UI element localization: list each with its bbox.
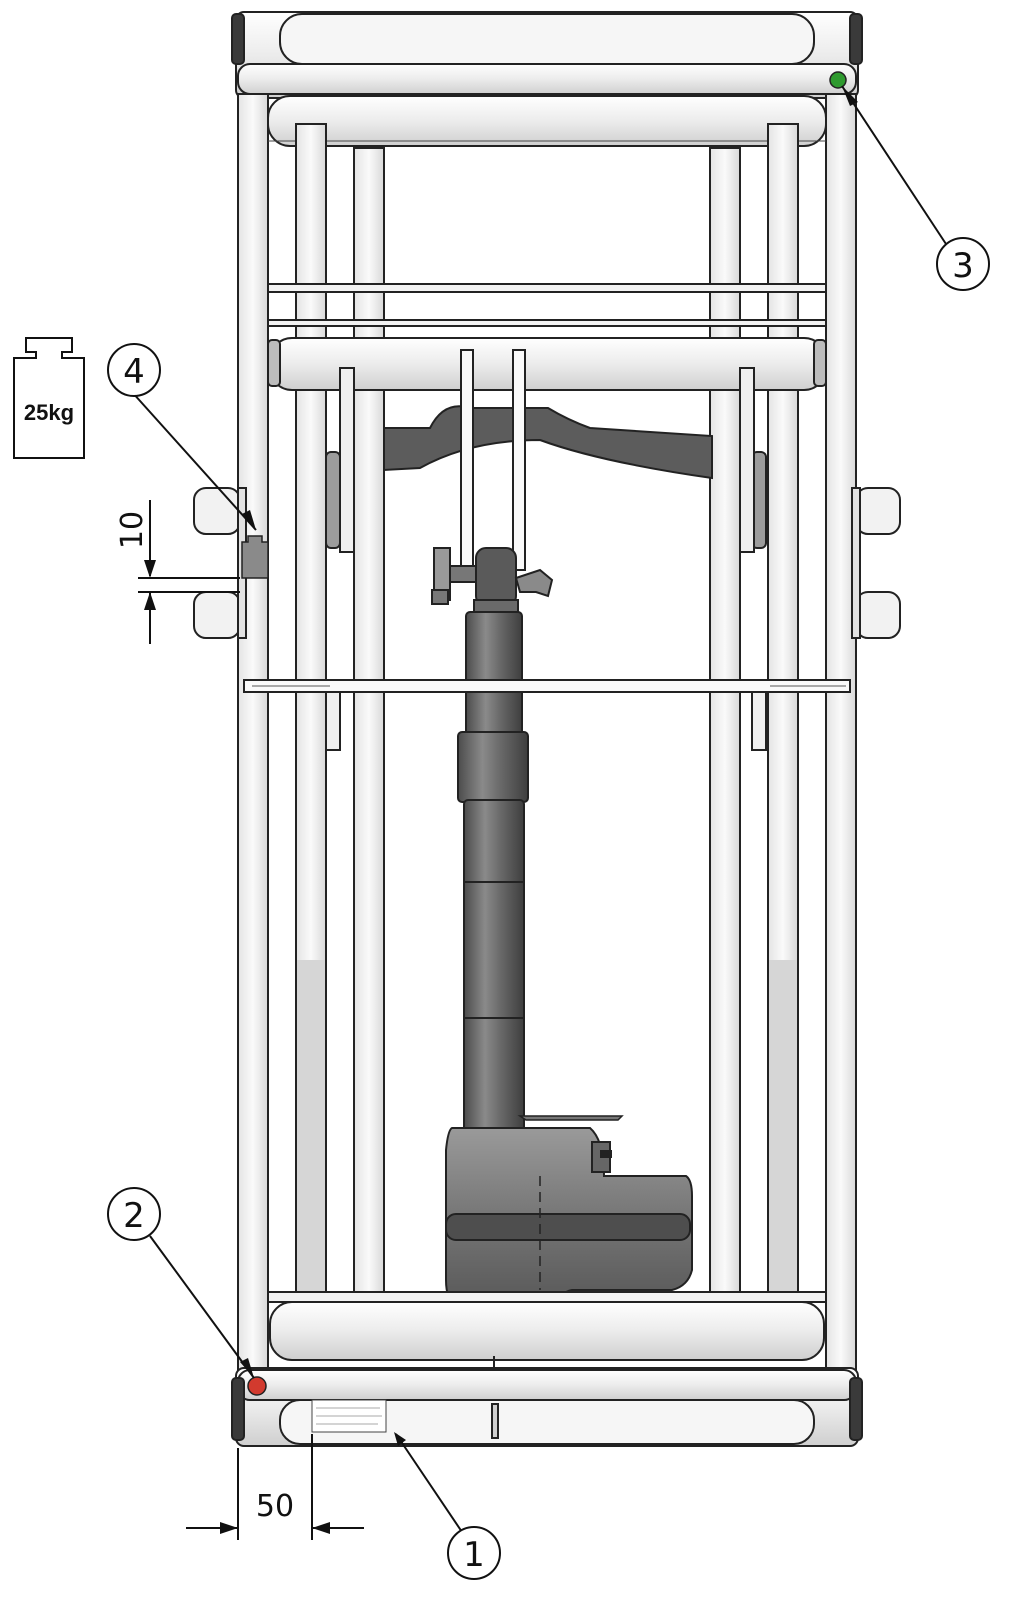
callout-2-label: 2 [123, 1196, 145, 1236]
leader-2 [149, 1235, 255, 1379]
corner-block-br [849, 1377, 863, 1441]
callout-1: 1 [447, 1526, 501, 1580]
cross-strut [243, 679, 851, 693]
dimension-horizontal [186, 1434, 364, 1540]
top-header-inner [279, 13, 815, 65]
actuator-tube-mid [457, 731, 529, 803]
dimension-horizontal-arrows [220, 1522, 330, 1534]
lever-wire [517, 1115, 624, 1121]
hanger-straps [460, 349, 526, 571]
motor-housing [445, 1127, 693, 1307]
actuator-tube-lower [463, 799, 525, 1137]
bottom-roller [267, 1291, 827, 1439]
callout-4: 4 [107, 343, 161, 397]
green-marker [829, 71, 847, 89]
right-upright [825, 93, 857, 1373]
top-roller [267, 95, 827, 147]
bottom-crossbar [237, 1369, 857, 1401]
handle-left-upper [193, 487, 241, 535]
carriage-shaft [267, 337, 827, 391]
upper-rails [267, 283, 827, 327]
dimension-horizontal-label: 50 [256, 1489, 294, 1524]
side-roller-left [325, 451, 341, 549]
leader-arrowheads [240, 86, 858, 1446]
callout-3-label: 3 [952, 246, 974, 286]
top-crossbar [237, 63, 857, 95]
callout-1-label: 1 [463, 1535, 485, 1575]
weight-label: 25kg [24, 400, 74, 425]
callout-3: 3 [936, 237, 990, 291]
actuator-column [457, 611, 529, 1137]
outer-frame [231, 11, 863, 1447]
guide-left-shade [297, 960, 325, 1300]
leader-lines [131, 85, 947, 1533]
actuator-tube-upper [465, 611, 523, 737]
dimension-vertical-arrows [144, 560, 156, 610]
left-upright [237, 93, 269, 1373]
callout-4-label: 4 [123, 352, 145, 392]
handle-right-lower [855, 591, 901, 639]
small-weight [241, 535, 269, 579]
leader-1 [395, 1433, 463, 1533]
pivot-head [431, 547, 554, 617]
guide-right-shade [769, 960, 797, 1300]
handle-right-upper [855, 487, 901, 535]
spreader-bar [383, 405, 713, 480]
callout-2: 2 [107, 1187, 161, 1241]
leader-3 [841, 85, 947, 245]
leader-4 [131, 391, 257, 531]
red-marker [247, 1376, 267, 1396]
dimension-vertical-label: 10 [115, 511, 150, 549]
side-rollers [325, 367, 767, 751]
corner-block-tr [849, 13, 863, 65]
side-handles [193, 487, 901, 639]
corner-block-bl [231, 1377, 245, 1441]
corner-block-tl [231, 13, 245, 65]
label-plate [311, 1399, 387, 1433]
bottom-header-inner [279, 1399, 815, 1445]
weight-icon: 25kg [13, 337, 85, 459]
handle-left-lower [193, 591, 241, 639]
